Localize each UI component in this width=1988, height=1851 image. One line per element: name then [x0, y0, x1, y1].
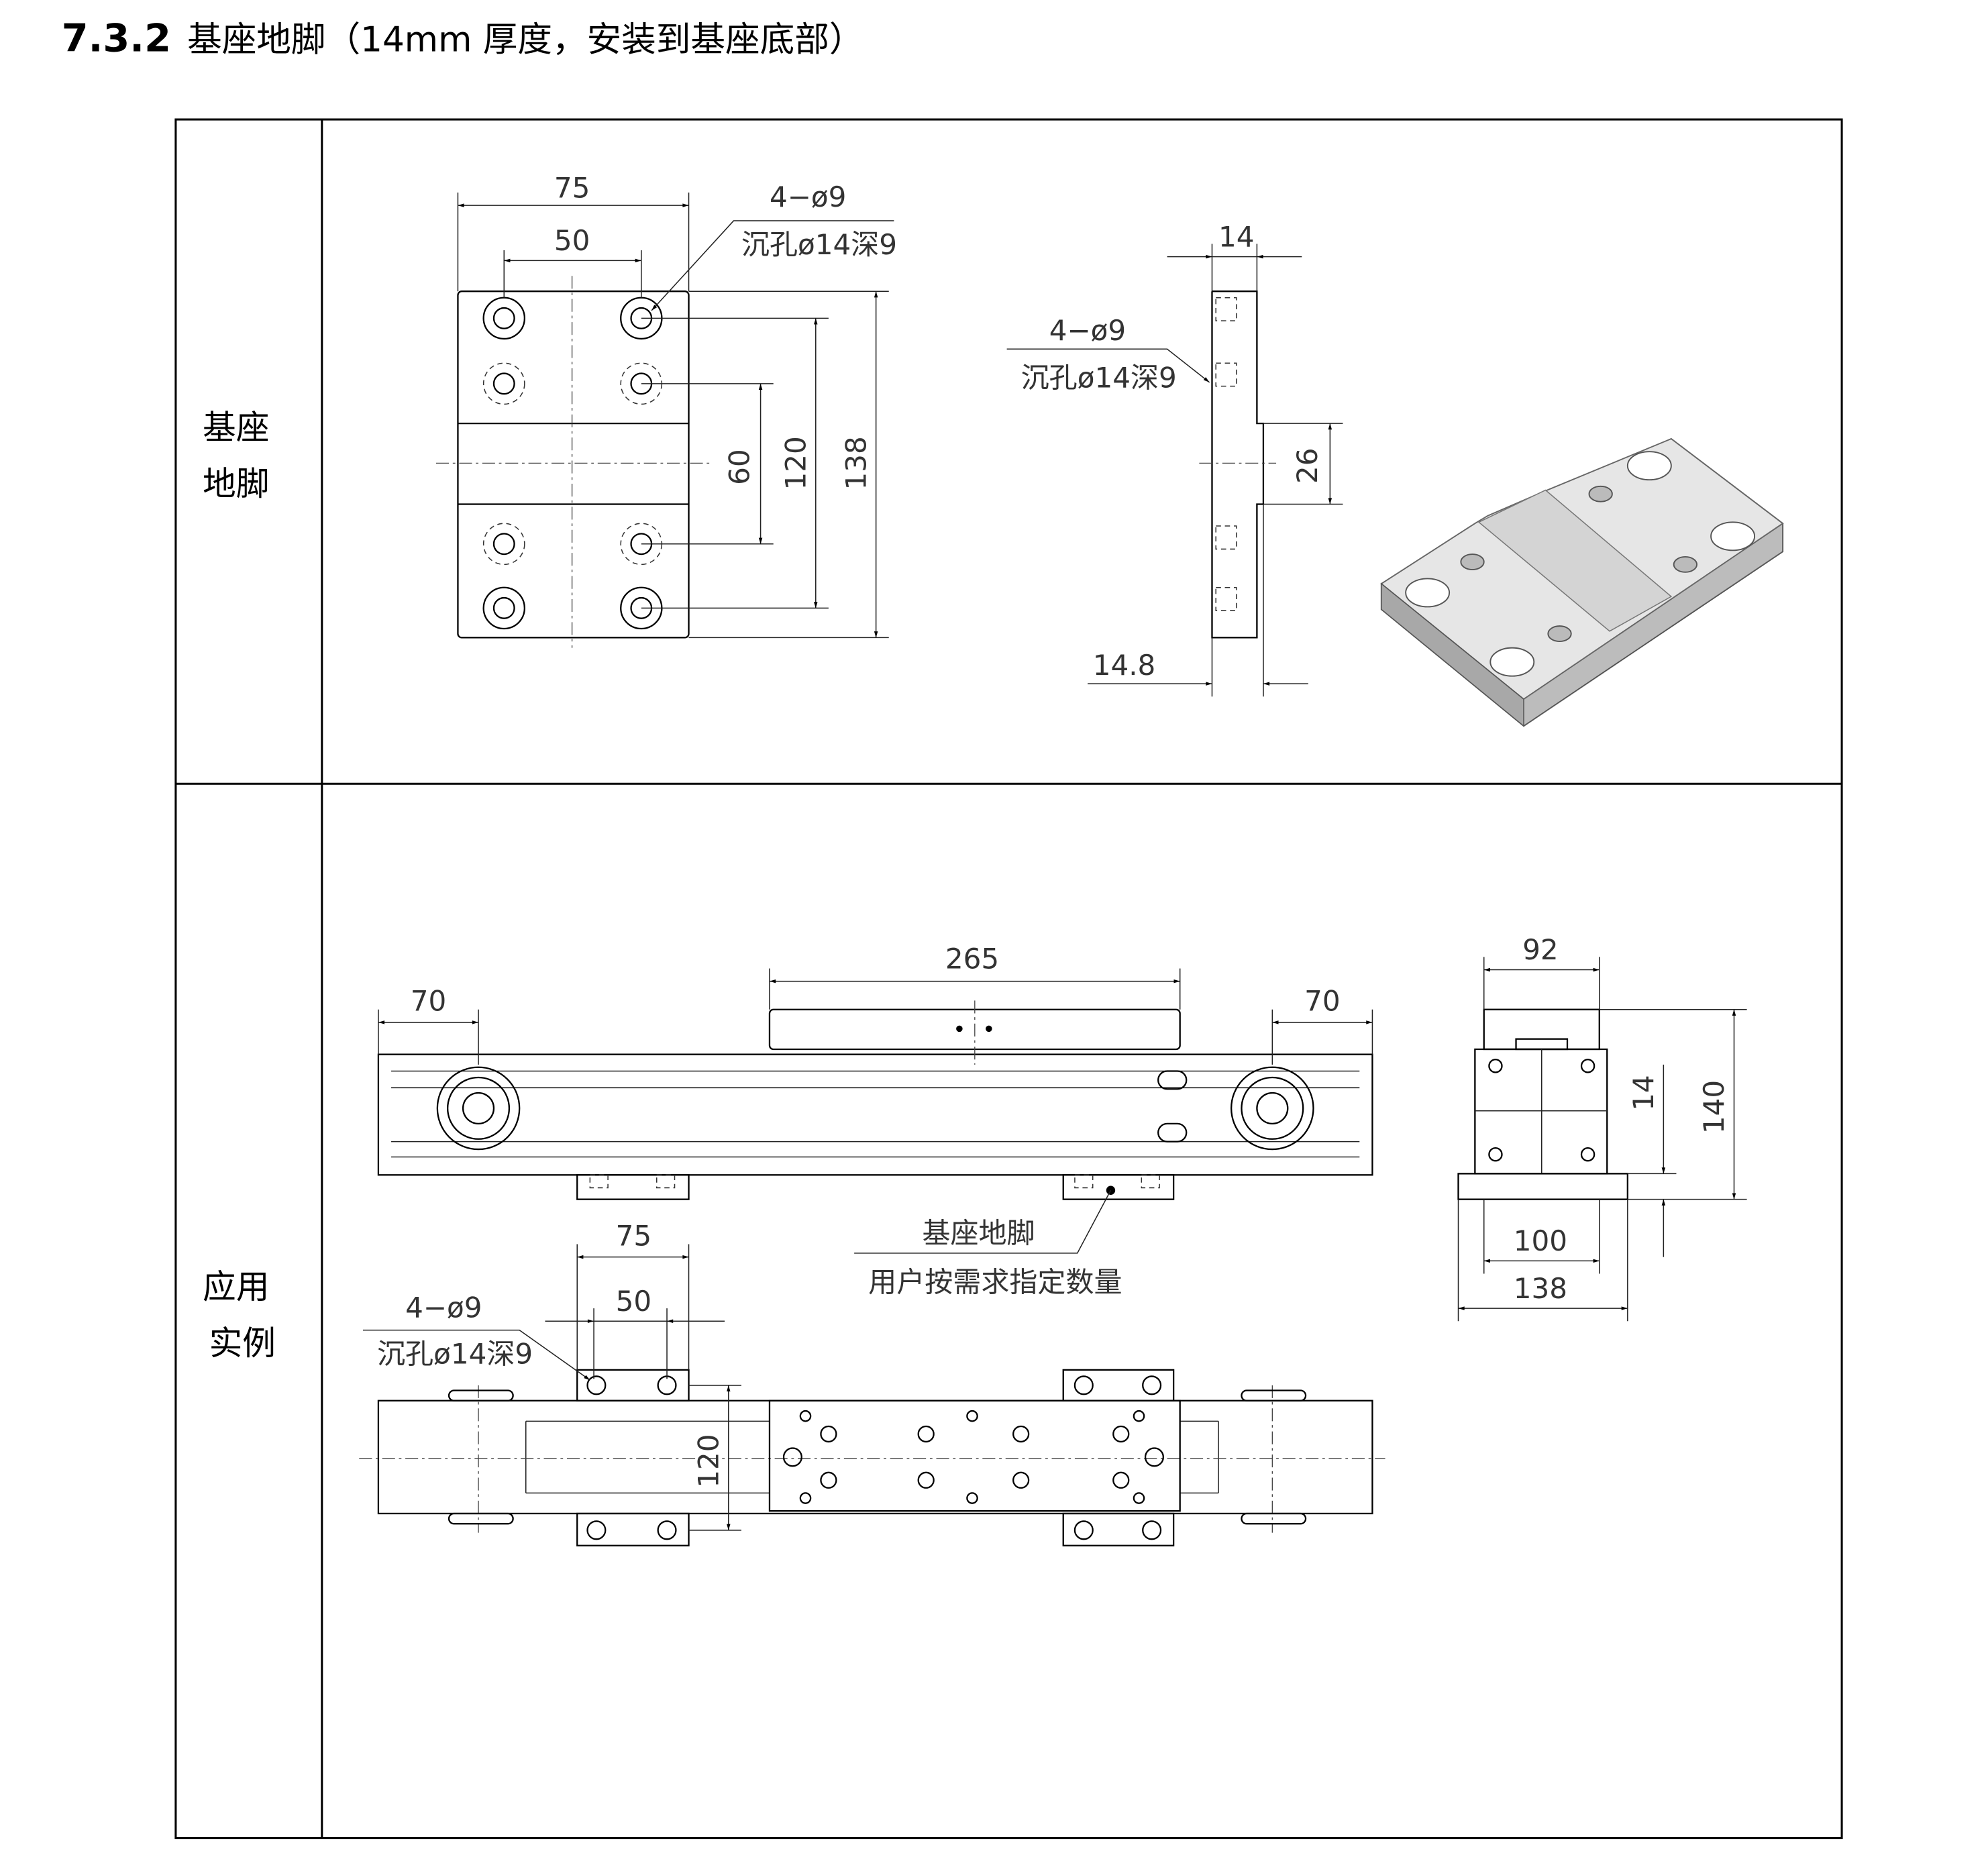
hole-spec: 4−ø9 [770, 180, 846, 213]
table-grid [174, 118, 1843, 1840]
end-dim-138: 138 [1514, 1272, 1567, 1305]
row1-label-line1: 基座 [203, 408, 269, 447]
dim-span-50: 50 [554, 224, 590, 257]
section-number: 7.3.2 [62, 16, 171, 61]
end-dim-92: 92 [1522, 933, 1559, 966]
dim-138: 138 [839, 436, 872, 490]
row2-label-line2: 实例 [209, 1324, 276, 1363]
dim-left-70: 70 [411, 985, 447, 1018]
callout-quantity: 用户按需求指定数量 [868, 1265, 1122, 1298]
dim-120: 120 [779, 436, 812, 490]
foot-front-view [435, 193, 894, 648]
foot-side-view [1006, 244, 1343, 697]
end-dim-100: 100 [1514, 1224, 1567, 1257]
top-dim-75: 75 [616, 1219, 652, 1252]
side-dim-14: 14 [1218, 220, 1255, 253]
dim-width-75: 75 [554, 172, 590, 205]
end-dim-14: 14 [1627, 1075, 1660, 1111]
foot-3d-render [1380, 437, 1784, 727]
side-dim-14-8: 14.8 [1093, 649, 1156, 682]
side-dim-26: 26 [1291, 447, 1324, 484]
top-dim-120: 120 [692, 1434, 725, 1487]
section-title: 基座地脚（14mm 厚度，安装到基座底部） [187, 20, 864, 60]
end-dim-140: 140 [1697, 1080, 1730, 1134]
top-dim-50: 50 [616, 1285, 652, 1318]
row2-label-line1: 应用 [203, 1267, 269, 1306]
application-top-view [359, 1244, 1385, 1546]
callout-foot: 基座地脚 [922, 1217, 1035, 1250]
dim-right-70: 70 [1304, 985, 1341, 1018]
top-counterbore-spec: 沉孔ø14深9 [377, 1337, 533, 1370]
counterbore-spec: 沉孔ø14深9 [741, 228, 897, 261]
row1-label-line2: 地脚 [203, 464, 269, 503]
dim-60: 60 [723, 449, 755, 485]
side-counterbore-spec: 沉孔ø14深9 [1021, 362, 1177, 394]
side-hole-spec: 4−ø9 [1049, 314, 1126, 347]
application-end-view [1457, 957, 1747, 1322]
dim-carriage-265: 265 [945, 943, 999, 975]
top-hole-spec: 4−ø9 [405, 1291, 482, 1324]
application-front-view [377, 968, 1373, 1254]
